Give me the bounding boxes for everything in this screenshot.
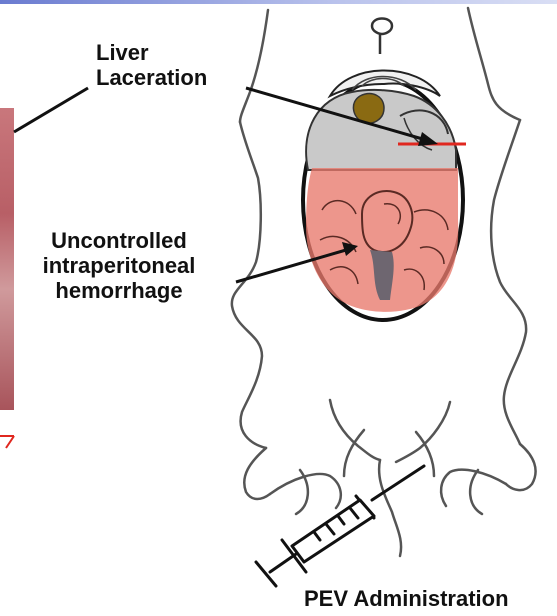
- liver-laceration-label: Liver Laceration: [96, 40, 246, 90]
- photo-pointer-line: [14, 88, 88, 132]
- pev-administration-label: PEV Administration: [304, 586, 557, 611]
- hemorrhage-region: [306, 168, 458, 312]
- hemorrhage-label: Uncontrolled intraperitoneal hemorrhage: [6, 228, 232, 303]
- photo-scale-mark: [0, 436, 14, 448]
- syringe-icon: [256, 466, 424, 586]
- rat-head-notch: [372, 19, 392, 55]
